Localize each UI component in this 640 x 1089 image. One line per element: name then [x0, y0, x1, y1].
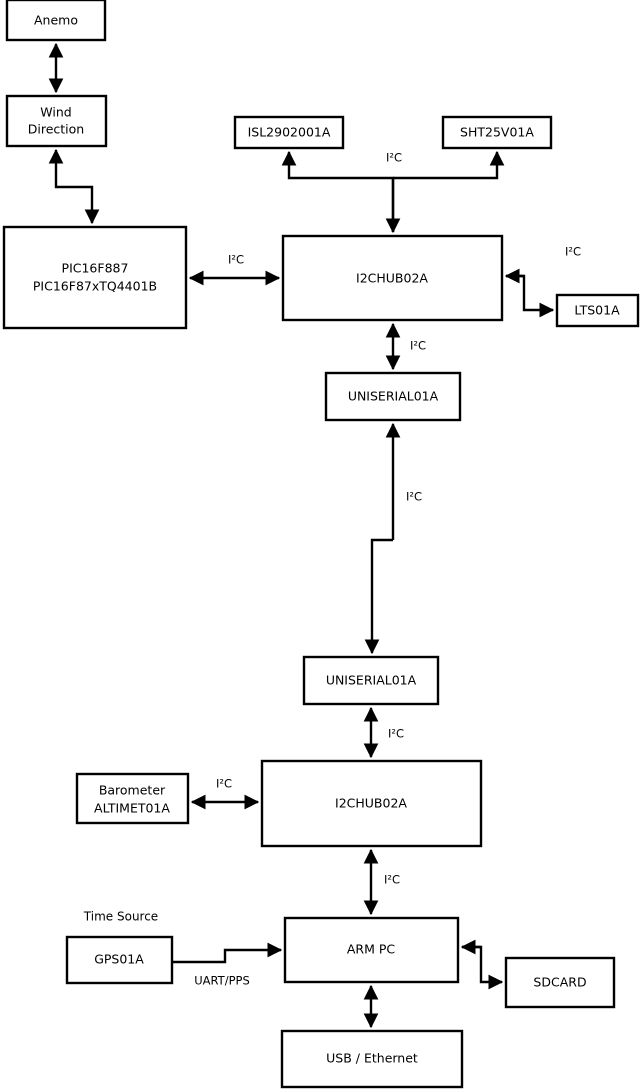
connector-gps-armpc	[172, 942, 283, 964]
node-pic-box[interactable]	[2, 225, 188, 330]
node-i2chub02a-top-label: I2CHUB02A	[356, 271, 428, 286]
node-isl2902001a-box[interactable]	[233, 115, 345, 150]
node-sdcard-label: SDCARD	[533, 975, 586, 990]
edge-labels: I²C I²C I²C I²C I²C I²C I²C I²C UART/PPS	[194, 151, 581, 988]
node-gps01a-box[interactable]	[65, 935, 174, 985]
node-usb-ethernet[interactable]: USB / Ethernet	[280, 1029, 464, 1089]
node-pic[interactable]: PIC16F887 PIC16F87xTQ4401B	[2, 225, 188, 330]
node-anemo[interactable]: Anemo	[5, 0, 107, 42]
node-arm-pc-label: ARM PC	[347, 942, 396, 957]
node-arm-pc[interactable]: ARM PC	[283, 916, 460, 984]
label-time-source: Time Source	[83, 910, 158, 924]
node-isl2902001a-label: ISL2902001A	[248, 125, 331, 140]
node-wind-direction-label-line1: Wind	[40, 105, 71, 120]
connector-wind-pic	[48, 148, 100, 225]
node-barometer-box[interactable]	[75, 772, 190, 825]
node-sht25v01a-box[interactable]	[441, 115, 553, 150]
node-wind-direction-label-line2: Direction	[28, 122, 84, 137]
node-uniserial01a-top-box[interactable]	[324, 371, 462, 422]
node-i2chub02a-top-box[interactable]	[281, 234, 504, 322]
connector-uniserial-link-down	[364, 538, 393, 655]
edge-label-uart-pps: UART/PPS	[194, 974, 250, 988]
edge-label-i2c-uniserial-link: I²C	[406, 490, 422, 504]
node-pic-label-line2: PIC16F87xTQ4401B	[33, 279, 157, 294]
node-uniserial01a-bottom-label: UNISERIAL01A	[326, 673, 417, 688]
node-arm-pc-box[interactable]	[283, 916, 460, 984]
connector-hubtop-sht	[393, 150, 505, 180]
edge-label-i2c-uniserial-hub: I²C	[388, 727, 404, 741]
node-anemo-label: Anemo	[34, 13, 78, 28]
node-uniserial01a-bottom-box[interactable]	[302, 655, 440, 706]
node-uniserial01a-top-label: UNISERIAL01A	[348, 389, 439, 404]
node-i2chub02a-bottom[interactable]: I2CHUB02A	[260, 759, 483, 848]
node-lts01a-label: LTS01A	[574, 303, 620, 318]
connectors	[48, 42, 555, 1029]
node-lts01a[interactable]: LTS01A	[555, 293, 640, 328]
connector-hubtop-lts	[506, 274, 555, 318]
node-uniserial01a-top[interactable]: UNISERIAL01A	[324, 371, 462, 422]
node-i2chub02a-top[interactable]: I2CHUB02A	[281, 234, 504, 322]
node-sdcard-box[interactable]	[504, 956, 616, 1009]
node-barometer[interactable]: Barometer ALTIMET01A	[75, 772, 190, 825]
edge-label-i2c-hub-sensors: I²C	[386, 151, 402, 165]
node-anemo-box[interactable]	[5, 0, 107, 42]
node-usb-ethernet-box[interactable]	[280, 1029, 464, 1089]
node-gps01a[interactable]: GPS01A	[65, 935, 174, 985]
connector-hubtop-sensors	[281, 150, 395, 232]
node-wind-direction[interactable]: Wind Direction	[5, 94, 108, 148]
node-i2chub02a-bottom-box[interactable]	[260, 759, 483, 848]
node-barometer-label-line2: ALTIMET01A	[94, 801, 170, 816]
node-usb-ethernet-label: USB / Ethernet	[326, 1051, 418, 1066]
edge-label-i2c-baro-hub: I²C	[216, 777, 232, 791]
node-gps01a-label: GPS01A	[94, 952, 144, 967]
node-lts01a-box[interactable]	[555, 293, 640, 328]
edge-label-i2c-hub-armpc: I²C	[384, 873, 400, 887]
node-sht25v01a[interactable]: SHT25V01A	[441, 115, 553, 150]
node-uniserial01a-bottom[interactable]: UNISERIAL01A	[302, 655, 440, 706]
connector-armpc-sdcard	[462, 945, 504, 990]
edge-label-i2c-hub-uniserial: I²C	[410, 339, 426, 353]
node-pic-label-line1: PIC16F887	[62, 261, 129, 276]
free-labels: Time Source	[83, 910, 158, 924]
edge-label-i2c-pic-hub: I²C	[228, 253, 244, 267]
node-wind-direction-box[interactable]	[5, 94, 108, 148]
node-sdcard[interactable]: SDCARD	[504, 956, 616, 1009]
node-isl2902001a[interactable]: ISL2902001A	[233, 115, 345, 150]
edge-label-i2c-hub-lts: I²C	[565, 245, 581, 259]
node-barometer-label-line1: Barometer	[99, 783, 166, 798]
node-i2chub02a-bottom-label: I2CHUB02A	[335, 796, 407, 811]
node-sht25v01a-label: SHT25V01A	[460, 125, 534, 140]
